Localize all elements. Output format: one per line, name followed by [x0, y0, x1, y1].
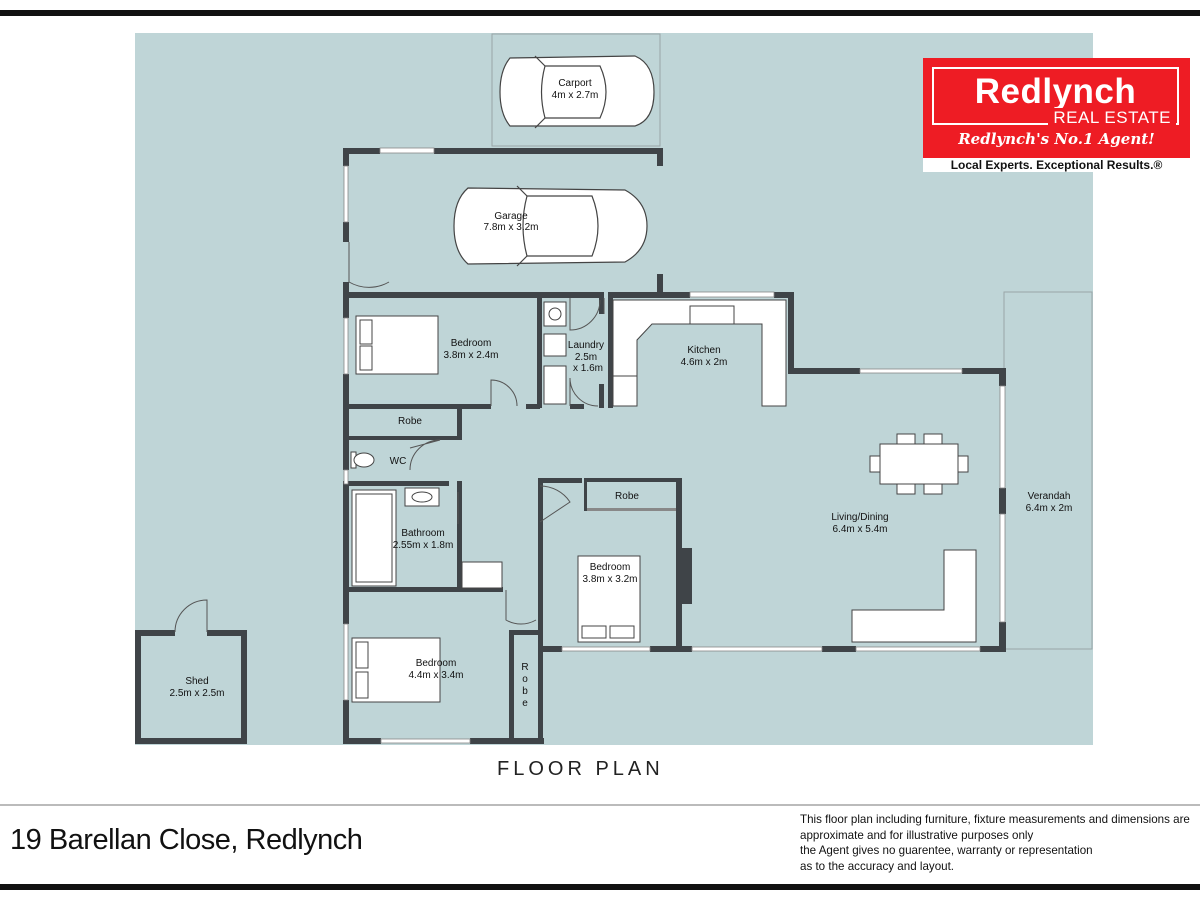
garage-label: Garage	[494, 211, 528, 222]
living-label: Living/Dining	[831, 512, 888, 523]
garage-size: 7.8m x 3.2m	[483, 222, 538, 233]
brand-subtitle: REAL ESTATE	[1048, 108, 1176, 128]
robe3-letter: e	[522, 698, 528, 709]
footer-divider	[0, 804, 1200, 806]
brand-tagline: Local Experts. Exceptional Results.®	[923, 158, 1190, 172]
laundry-label: Laundry	[568, 340, 604, 351]
disclaimer: This floor plan including furniture, fix…	[800, 812, 1200, 874]
bathroom-size: 2.55m x 1.8m	[393, 540, 454, 551]
windows	[343, 147, 1006, 744]
car-carport-icon	[499, 55, 655, 129]
bedroom2-label: Bedroom	[590, 562, 631, 573]
bathroom-label: Bathroom	[401, 528, 444, 539]
wc-label: WC	[390, 456, 407, 467]
verandah-size: 6.4m x 2m	[1026, 503, 1073, 514]
bedroom1-label: Bedroom	[451, 338, 492, 349]
laundry-size-b: x 1.6m	[573, 363, 603, 374]
fixtures	[350, 299, 977, 703]
bottom-border-bar	[0, 884, 1200, 890]
living-size: 6.4m x 5.4m	[832, 524, 887, 535]
brand-logo: Redlynch REAL ESTATE Redlynch's No.1 Age…	[923, 58, 1190, 158]
logo-frame: Redlynch	[932, 67, 1179, 125]
robe3-letter: o	[522, 674, 528, 685]
bedroom3-size: 4.4m x 3.4m	[408, 670, 463, 681]
robe2-label: Robe	[615, 491, 639, 502]
robe1-label: Robe	[398, 416, 422, 427]
shed-size: 2.5m x 2.5m	[169, 688, 224, 699]
carport-outline	[491, 33, 661, 147]
kitchen-size: 4.6m x 2m	[681, 357, 728, 368]
bedroom1-size: 3.8m x 2.4m	[443, 350, 498, 361]
brand-name: Redlynch	[974, 72, 1137, 111]
walls	[135, 148, 1006, 744]
robe3-letter: R	[521, 662, 528, 673]
plan-title: FLOOR PLAN	[497, 758, 664, 780]
disclaimer-line: as to the accuracy and layout.	[800, 859, 955, 873]
disclaimer-line: the Agent gives no guarentee, warranty o…	[800, 844, 1093, 857]
disclaimer-line: This floor plan including furniture, fix…	[800, 813, 1190, 826]
shed-label: Shed	[185, 676, 208, 687]
verandah-label: Verandah	[1028, 491, 1071, 502]
car-garage-icon	[453, 185, 648, 267]
brand-slogan: Redlynch's No.1 Agent!	[958, 130, 1155, 148]
carport-size: 4m x 2.7m	[552, 90, 599, 101]
bedroom2-size: 3.8m x 3.2m	[582, 574, 637, 585]
robe3-letter: b	[522, 686, 528, 697]
bedroom3-label: Bedroom	[416, 658, 457, 669]
disclaimer-line: approximate and for illustrative purpose…	[800, 828, 1034, 842]
property-address: 19 Barellan Close, Redlynch	[10, 824, 363, 856]
laundry-size-a: 2.5m	[575, 352, 597, 363]
door-swings	[174, 242, 605, 633]
top-border-bar	[0, 10, 1200, 16]
kitchen-label: Kitchen	[687, 345, 720, 356]
carport-label: Carport	[558, 78, 592, 89]
